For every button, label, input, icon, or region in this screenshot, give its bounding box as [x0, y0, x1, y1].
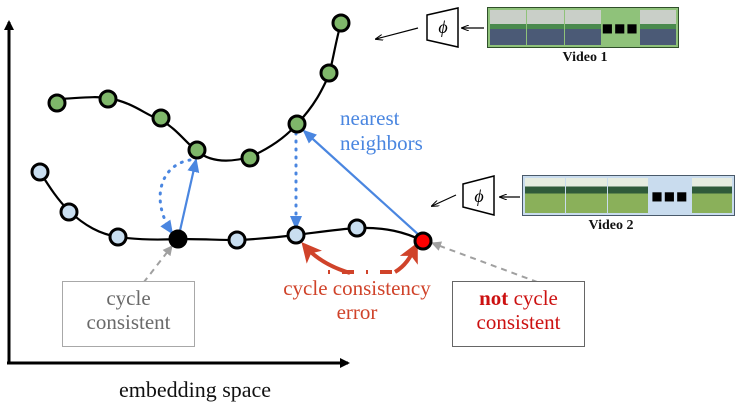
consistent-box-line2: consistent — [86, 310, 171, 334]
trajectory-nodes — [30, 13, 433, 251]
video2-node — [286, 225, 306, 245]
video1-caption: Video 1 — [562, 50, 608, 65]
error-arrow-right — [393, 242, 418, 274]
video1-node — [287, 114, 307, 134]
encoder1-to-space-arrow — [376, 27, 419, 39]
video2-frame-last — [691, 178, 733, 213]
error-line1: cycle consistency — [283, 276, 431, 300]
video1-frame-last — [639, 10, 677, 45]
video2-caption: Video 2 — [588, 218, 634, 233]
video2-filmstrip: ■■■ — [522, 175, 735, 216]
video1-frame-2 — [527, 10, 564, 45]
nearest-neighbors-line2: neighbors — [340, 131, 423, 155]
nearest-neighbors-line1: nearest — [340, 106, 400, 130]
video1-trajectory — [56, 22, 343, 162]
video2-node — [108, 227, 128, 247]
encoder2-phi-symbol: ϕ — [474, 186, 483, 206]
video1-filmstrip: ■■■ — [487, 7, 679, 48]
video1-node — [319, 63, 339, 83]
video2-frame-2 — [566, 178, 607, 213]
video2-node — [227, 230, 247, 250]
pointer-not-consistent — [431, 241, 549, 287]
encoder2-to-space-arrow — [432, 194, 457, 206]
cycle-consistency-error-label: cycle consistency error — [262, 276, 452, 324]
not-consistent-rest: cycle — [508, 286, 558, 310]
video1-node — [240, 148, 260, 168]
not-bold: not — [479, 286, 509, 310]
video1-node — [47, 93, 67, 113]
video1-node — [98, 89, 118, 109]
consistent-box-line1: cycle — [106, 286, 151, 310]
encoder2-trapezoid — [462, 175, 495, 216]
video2-node — [59, 202, 79, 222]
nn-solid-arrow-left — [177, 158, 200, 236]
video1-node — [151, 108, 171, 128]
not-cycle-consistent-box: not cycle consistent — [452, 281, 585, 347]
inconsistent-anchor-node — [413, 231, 433, 251]
cycle-consistent-box: cycle consistent — [62, 281, 195, 347]
video2-frame-1 — [525, 178, 566, 213]
not-consistent-line2: consistent — [476, 310, 561, 334]
consistent-anchor-node — [168, 229, 188, 249]
video2-node — [347, 218, 367, 238]
error-arrow-left — [301, 241, 351, 275]
video1-node — [331, 13, 351, 33]
video1-frame-1 — [490, 10, 527, 45]
encoder1-phi-symbol: ϕ — [438, 17, 447, 37]
video2-node — [30, 162, 50, 182]
video1-ellipsis: ■■■ — [601, 20, 639, 35]
video2-frame-3 — [607, 178, 649, 213]
x-axis-label: embedding space — [118, 377, 272, 402]
video2-ellipsis: ■■■ — [651, 188, 689, 203]
nn-dotted-arrow-left — [158, 158, 192, 235]
encoder1-trapezoid — [426, 7, 459, 48]
nearest-neighbors-label: nearest neighbors — [340, 106, 460, 156]
video1-node — [187, 140, 207, 160]
nn-solid-arrow-right — [302, 129, 421, 237]
video1-frame-3 — [564, 10, 601, 45]
error-line2: error — [336, 300, 378, 324]
